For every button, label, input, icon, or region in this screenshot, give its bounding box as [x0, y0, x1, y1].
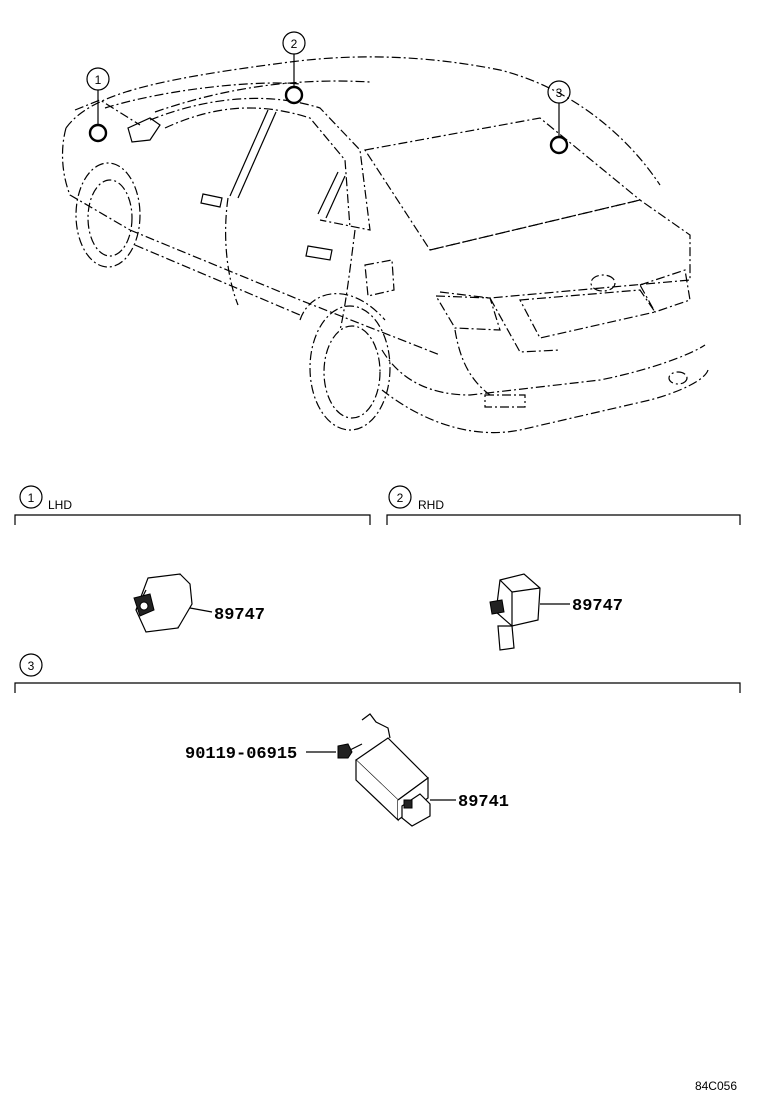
callout-2: 2 — [282, 31, 306, 105]
section-2-label: RHD — [418, 498, 444, 512]
sensor-rhd-part: 89747 — [489, 573, 623, 651]
callout-2-number: 2 — [291, 37, 298, 51]
section-3-number: 3 — [28, 659, 35, 673]
car-outline — [61, 56, 709, 434]
section-1-label: LHD — [48, 498, 72, 512]
part-number-89747-rhd: 89747 — [572, 597, 623, 616]
location-marker-1 — [88, 123, 108, 143]
sensor-lhd-part: 89747 — [133, 573, 265, 633]
callout-1-number: 1 — [95, 73, 102, 87]
bolt-part: 90119-06915 — [185, 743, 363, 764]
section-2-header: 2 RHD — [386, 485, 741, 525]
figure-code: 84C056 — [695, 1079, 737, 1093]
section-2-number: 2 — [397, 491, 404, 505]
part-number-89747-lhd: 89747 — [214, 606, 265, 625]
part-number-89741: 89741 — [458, 793, 509, 812]
section-1-header: 1 LHD — [14, 485, 371, 525]
section-1-number: 1 — [28, 491, 35, 505]
callout-3-number: 3 — [556, 86, 563, 100]
part-number-bolt: 90119-06915 — [185, 745, 297, 764]
section-3-header: 3 — [14, 653, 741, 693]
callout-3: 3 — [547, 80, 571, 155]
location-marker-2 — [284, 85, 304, 105]
callout-1: 1 — [86, 67, 110, 143]
location-marker-3 — [549, 135, 569, 155]
rear-sensor-part: 89741 — [355, 713, 509, 827]
